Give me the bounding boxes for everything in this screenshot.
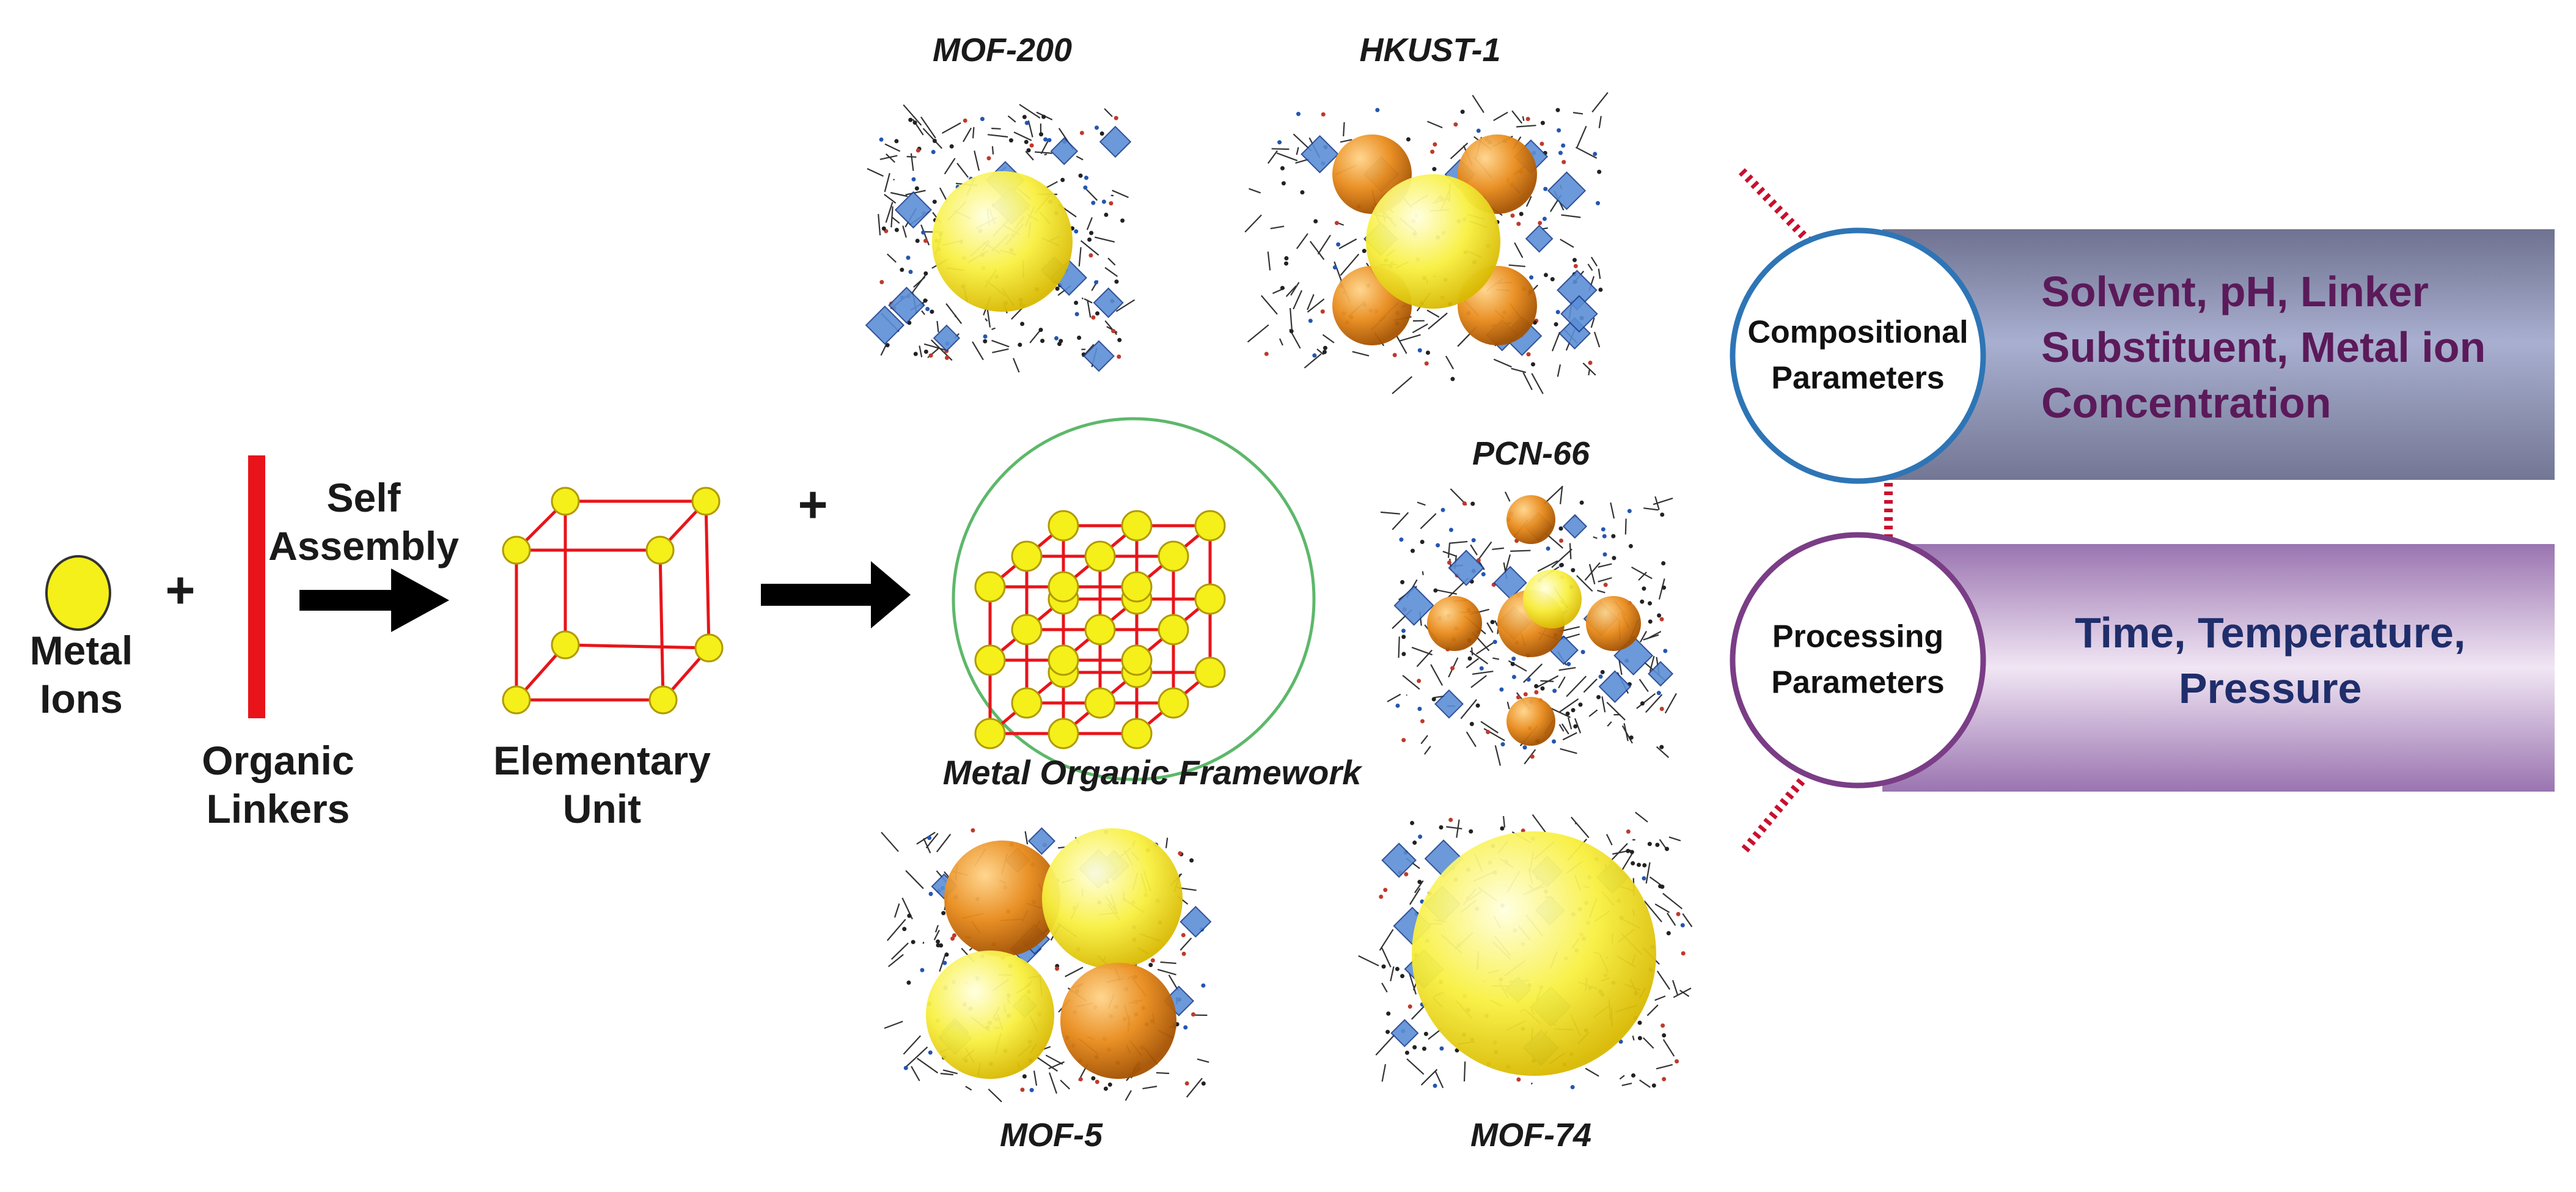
compositional-circle	[1730, 227, 1986, 484]
metal-ion-sphere-icon	[45, 555, 111, 631]
mof-74-label: MOF-74	[1470, 1117, 1592, 1153]
processing-circle	[1730, 532, 1986, 789]
hkust-1-label: HKUST-1	[1359, 32, 1501, 68]
framework-arrow-icon	[761, 561, 911, 628]
dashed-connector-lines	[1738, 168, 1893, 853]
framework-lattice-icon	[974, 510, 1226, 749]
framework-label: Metal Organic Framework	[942, 753, 1362, 792]
processing-band	[1882, 544, 2555, 792]
processing-details: Time, Temperature, Pressure	[2075, 609, 2466, 712]
plus-sign-1: +	[165, 561, 196, 619]
mof-74-structure-icon	[1358, 811, 1693, 1089]
mof-200-structure-icon	[865, 103, 1136, 373]
organic-linker-bar	[248, 455, 265, 718]
self-assembly-arrow-icon	[299, 568, 449, 632]
mof-200-label: MOF-200	[932, 32, 1073, 68]
mof-5-structure-icon	[881, 827, 1212, 1103]
pcn-66-structure-icon	[1380, 485, 1677, 766]
hkust-1-structure-icon	[1244, 92, 1609, 394]
compositional-details: Solvent, pH, Linker Substituent, Metal i…	[2041, 268, 2486, 427]
compositional-band	[1882, 229, 2555, 480]
mof-5-label: MOF-5	[1000, 1117, 1103, 1153]
pcn-66-label: PCN-66	[1472, 435, 1590, 472]
plus-sign-2: +	[798, 476, 828, 533]
elementary-unit-cube-icon	[502, 487, 724, 715]
